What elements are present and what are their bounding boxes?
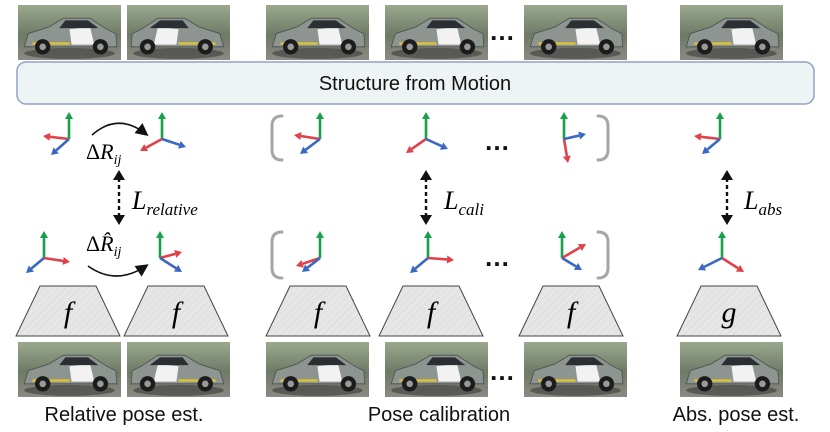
axis-z: [703, 256, 723, 269]
axis-x: [49, 135, 70, 141]
frame-cali-bottom-3: [558, 231, 586, 270]
axis-x: [159, 252, 176, 260]
frame-cali-bottom-2: [410, 231, 454, 273]
axis-z: [30, 257, 45, 270]
network-f-1: f: [15, 285, 121, 337]
bottom-image-6: [680, 342, 783, 397]
ellipsis-bottom-images: …: [489, 356, 515, 386]
frame-abs-bottom: [698, 231, 744, 272]
bottom-image-5: [524, 342, 627, 397]
network-f-3: f: [265, 285, 371, 337]
frame-gt-2: [140, 112, 186, 152]
caption-pose-calibration: Pose calibration: [368, 404, 510, 426]
axis-z: [414, 257, 429, 270]
axis-z: [561, 256, 577, 268]
network-f-2: f: [123, 285, 229, 337]
top-image-3: [266, 5, 369, 60]
axis-x: [700, 135, 721, 141]
loss-calibration-label: Lcali: [443, 186, 484, 219]
frame-gt-1: [43, 112, 73, 155]
axis-z: [159, 256, 177, 270]
frame-abs-top: [694, 112, 724, 154]
bottom-image-4: [385, 342, 488, 397]
axis-z: [304, 137, 321, 151]
bottom-image-3: [266, 342, 369, 397]
axis-z: [306, 256, 321, 269]
calibration-brackets-top: [270, 114, 610, 162]
frame-cali-bottom-1: [296, 231, 324, 272]
network-f-5: f: [518, 285, 624, 337]
top-image-6: [680, 5, 783, 60]
frame-pred-1: [26, 231, 70, 273]
sfm-label: Structure from Motion: [319, 73, 511, 95]
ellipsis-bottom-frames: …: [484, 242, 510, 272]
relative-rotation-arrow-top: [91, 122, 149, 136]
gt-relative-rotation-label: ΔRij: [86, 139, 121, 168]
axis-x: [562, 138, 569, 157]
axis-z: [161, 137, 180, 147]
axis-x: [43, 256, 64, 263]
axis-x: [145, 137, 163, 149]
loss-relative-arrow: [113, 170, 125, 225]
calibration-brackets-bottom: [270, 230, 610, 280]
axis-x: [427, 256, 448, 261]
axis-x: [410, 137, 427, 151]
caption-absolute-pose: Abs. pose est.: [673, 404, 800, 426]
top-image-1: [18, 5, 121, 60]
frame-cali-top-2: [406, 112, 448, 153]
frame-cali-top-3: [560, 112, 586, 163]
pred-relative-rotation-label: ΔR̂ij: [86, 231, 121, 260]
axis-x: [300, 134, 321, 141]
relative-rotation-arrow-bottom: [87, 264, 149, 277]
top-image-4: [385, 5, 488, 60]
network-f-4: f: [378, 285, 484, 337]
axis-x: [561, 246, 581, 260]
axis-z: [706, 138, 721, 151]
top-image-5: [524, 5, 627, 60]
ellipsis-top-images: …: [489, 16, 515, 46]
frame-pred-2: [156, 231, 182, 272]
sfm-banner: [16, 61, 815, 105]
loss-calibration-arrow: [420, 170, 432, 225]
network-label: g: [722, 296, 737, 329]
ellipsis-top-frames: …: [484, 126, 510, 156]
caption-relative-pose: Relative pose est.: [45, 404, 204, 426]
loss-absolute-arrow: [721, 170, 733, 225]
bottom-image-1: [18, 342, 121, 397]
axis-z: [425, 137, 443, 148]
top-image-2: [127, 5, 230, 60]
frame-cali-top-1: [294, 112, 324, 154]
bottom-image-2: [127, 342, 230, 397]
axis-z: [563, 134, 580, 141]
loss-absolute-label: Labs: [743, 186, 782, 219]
axis-x: [721, 256, 739, 270]
loss-relative-label: Lrelative: [131, 186, 198, 219]
axis-z: [55, 138, 70, 152]
network-g: g: [676, 285, 782, 337]
